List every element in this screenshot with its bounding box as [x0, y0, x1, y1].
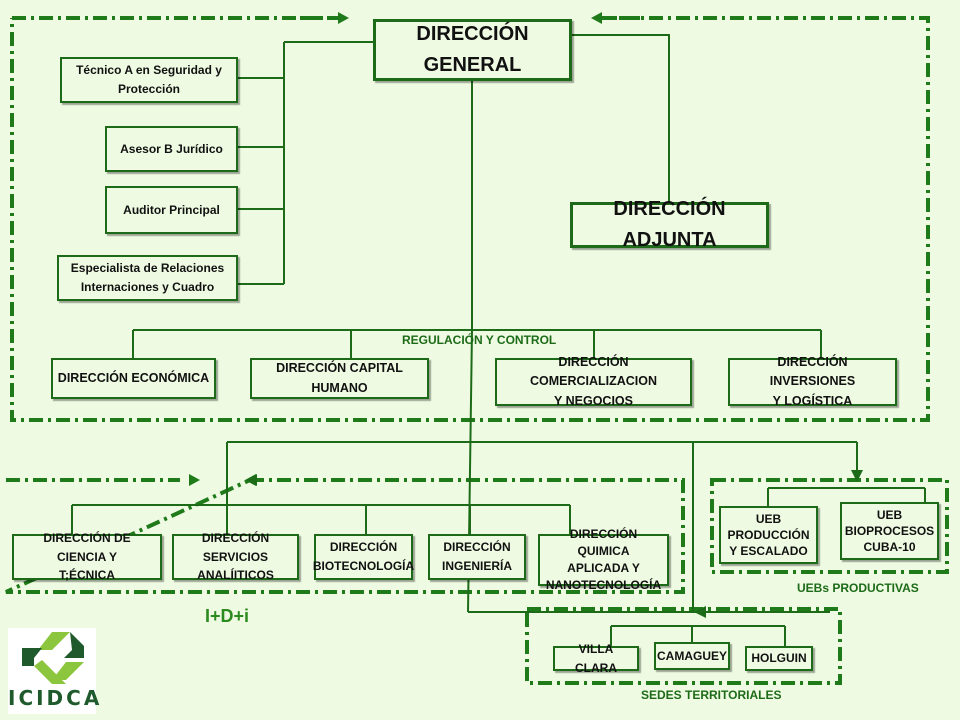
node-line: DIRECCIÓN [329, 540, 398, 555]
node-line: PRODUCCIÓN [727, 527, 810, 542]
node-line: T;ÉCNICA [59, 568, 115, 583]
label-sedes-territoriales: SEDES TERRITORIALES [641, 688, 782, 702]
node-line: Y LOGÍSTICA [772, 393, 853, 408]
region-top-frame [10, 16, 930, 422]
node-line: Protección [117, 82, 180, 96]
label-uebs-productivas: UEBs PRODUCTIVAS [797, 581, 919, 595]
node-direccion-capital-humano[interactable]: DIRECCIÓN CAPITAL HUMANO [250, 358, 429, 399]
node-line: ANALÍITICOS [197, 568, 274, 583]
node-line: DIRECCIÓN COMERCIALIZACION [529, 354, 658, 389]
node-direccion-quimica-aplicada[interactable]: DIRECCIÓN QUIMICA APLICADA Y NANOTECNOLO… [538, 527, 669, 592]
icidca-logo-icon: ICIDCA [8, 628, 103, 714]
node-tecnico-seguridad[interactable]: Técnico A en Seguridad y Protección [60, 57, 238, 103]
node-direccion-ingenieria[interactable]: DIRECCIÓN INGENIERÍA [428, 534, 526, 580]
node-direccion-comercializacion[interactable]: DIRECCIÓN COMERCIALIZACION Y NEGOCIOS [495, 355, 692, 408]
node-line: Auditor Principal [123, 202, 220, 217]
node-line: DIRECCIÓN SERVICIOS [201, 531, 270, 564]
node-line: Especialista de Relaciones [70, 261, 225, 276]
node-line: DIRECCIÓN QUIMICA [569, 527, 638, 559]
region-sedes-frame [525, 607, 842, 685]
node-line: Técnico A en Seguridad y [76, 63, 222, 78]
node-direccion-servicios-analiticos[interactable]: DIRECCIÓN SERVICIOS ANALÍITICOS [172, 531, 299, 582]
node-line: CUBA-10 [863, 540, 916, 555]
node-line: BIOTECNOLOGÍA [312, 559, 415, 573]
node-line: UEB [876, 507, 903, 522]
label-regulacion-control: REGULACIÓN Y CONTROL [402, 333, 557, 347]
node-sede-villa-clara[interactable]: VILLA CLARA [553, 642, 639, 675]
node-direccion-inversiones[interactable]: DIRECCIÓN INVERSIONES Y LOGÍSTICA [728, 355, 897, 408]
logo-mark-icon [22, 632, 84, 684]
node-direccion-general[interactable]: DIRECCIÓN GENERAL [373, 19, 572, 81]
node-direccion-biotecnologia[interactable]: DIRECCIÓN BIOTECNOLOGÍA [312, 534, 415, 580]
node-line: DIRECCIÓN CAPITAL HUMANO [276, 361, 403, 395]
region-idi-frame [5, 478, 685, 594]
node-asesor-juridico[interactable]: Asesor B Jurídico [105, 126, 238, 172]
node-line: NANOTECNOLOGÍA [545, 577, 662, 592]
node-line: Asesor B Jurídico [120, 141, 223, 156]
node-line: Internaciones y Cuadro [80, 280, 215, 294]
node-auditor-principal[interactable]: Auditor Principal [105, 186, 238, 234]
node-line: DIRECCIÓN DE CIENCIA Y [43, 531, 131, 564]
node-direccion-ciencia-tecnica[interactable]: DIRECCIÓN DE CIENCIA Y T;ÉCNICA [12, 531, 162, 582]
node-direccion-adjunta[interactable]: DIRECCIÓN ADJUNTA [570, 198, 769, 251]
node-line: DIRECCIÓN [443, 540, 511, 555]
region-uebs-frame [710, 478, 949, 574]
label-idi: I+D+i [205, 606, 250, 626]
node-ueb-produccion[interactable]: UEB PRODUCCIÓN Y ESCALADO [719, 506, 818, 564]
node-especialista-relaciones[interactable]: Especialista de Relaciones Internaciones… [57, 255, 238, 301]
node-line: BIOPROCESOS [844, 523, 935, 538]
node-line: DIRECCIÓN ECONÓMICA [57, 370, 210, 385]
node-line: Y NEGOCIOS [554, 393, 633, 408]
node-line: INGENIERÍA [441, 559, 512, 573]
node-sede-camaguey[interactable]: CAMAGUEY [654, 642, 730, 670]
node-line: APLICADA Y [567, 561, 640, 575]
node-ueb-bioprocesos[interactable]: UEB BIOPROCESOS CUBA-10 [840, 502, 939, 560]
logo-text: ICIDCA [8, 686, 103, 710]
node-direccion-economica[interactable]: DIRECCIÓN ECONÓMICA [51, 358, 216, 399]
node-line: Y ESCALADO [729, 544, 808, 559]
node-sede-holguin[interactable]: HOLGUIN [745, 646, 813, 671]
node-line: DIRECCIÓN INVERSIONES [769, 354, 856, 389]
node-line: UEB [755, 511, 782, 526]
